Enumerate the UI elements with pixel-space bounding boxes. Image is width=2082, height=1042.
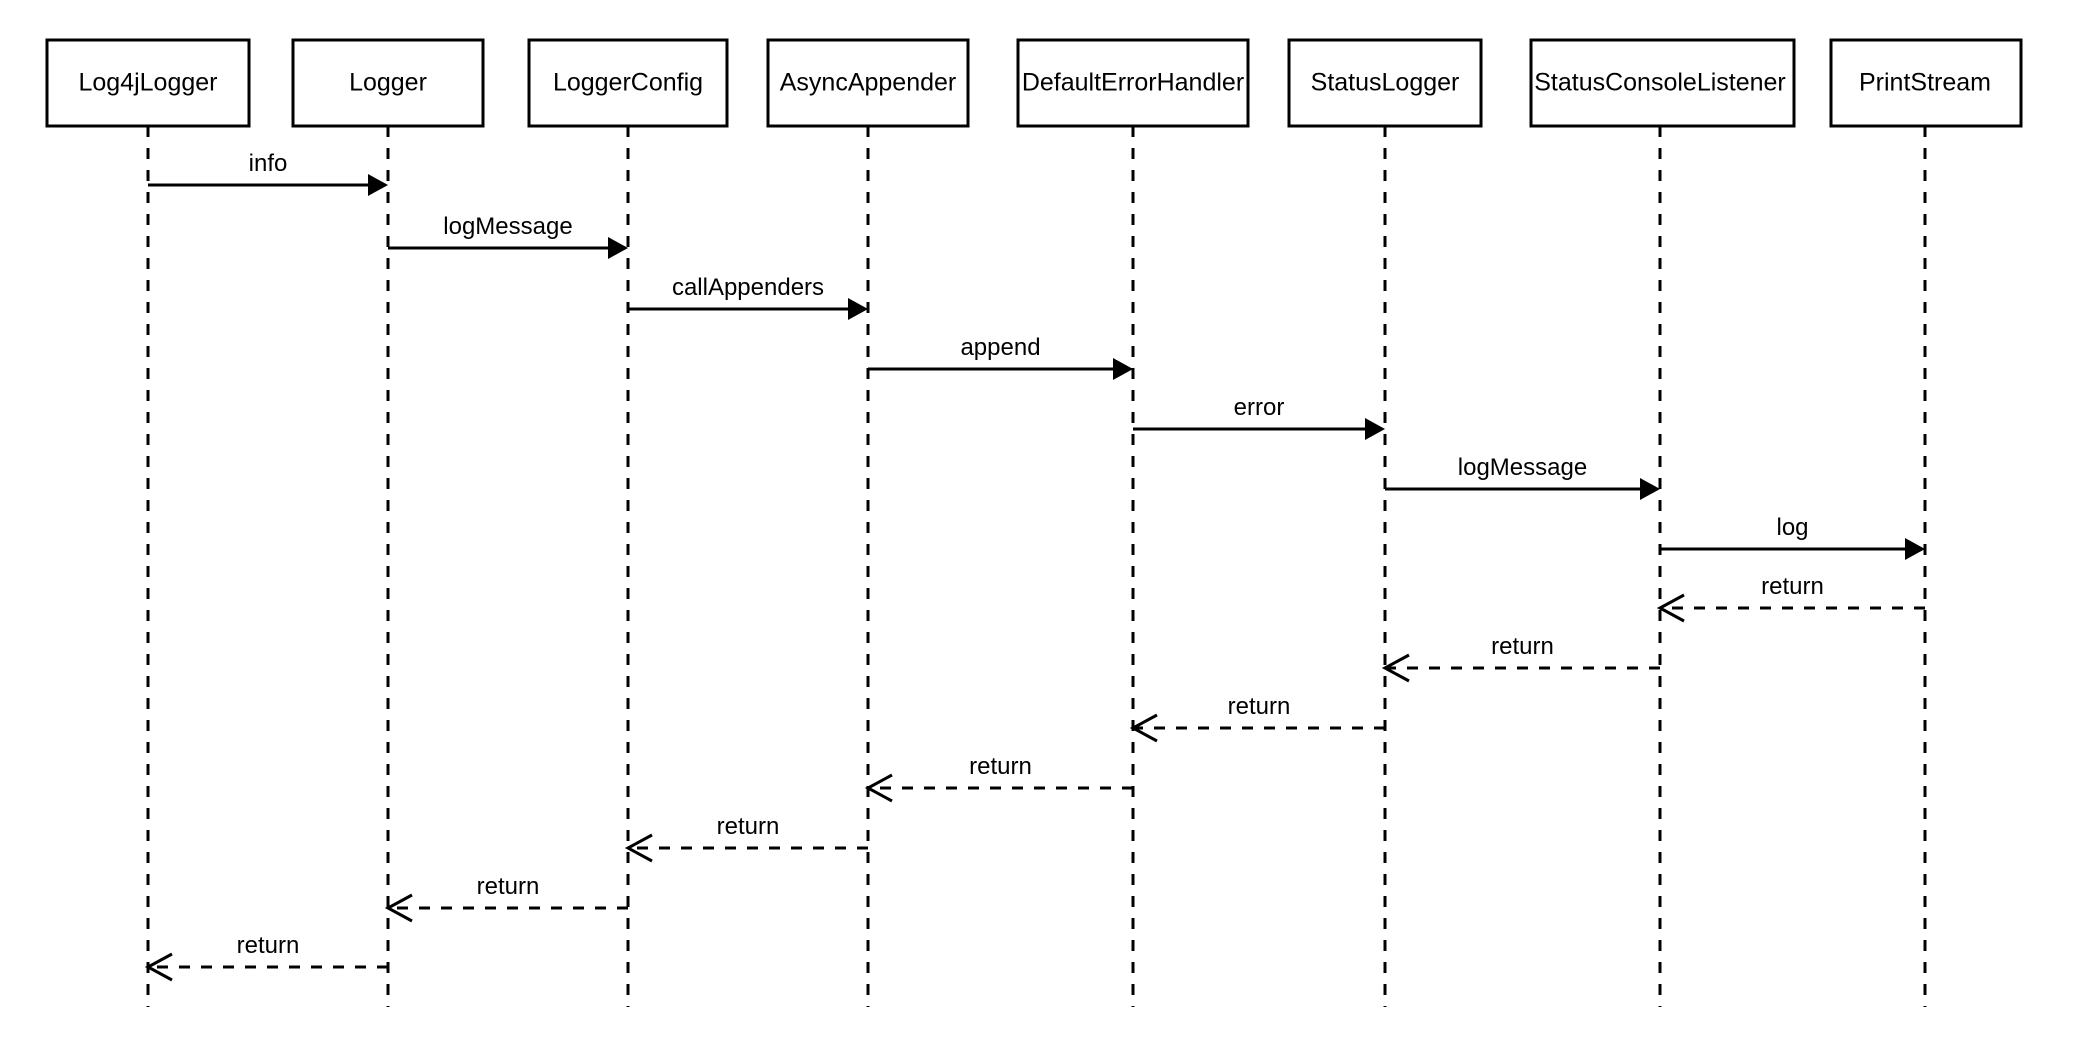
participant-label: PrintStream — [1859, 69, 1991, 97]
arrowhead-open-icon — [144, 952, 173, 982]
participant-logger[interactable]: Logger — [291, 38, 485, 128]
participants-layer: Log4jLogger Logger LoggerConfig AsyncAppend… — [45, 38, 2023, 128]
message-3-call[interactable]: callAppenders — [628, 274, 868, 320]
message-14-return[interactable]: return — [144, 932, 388, 982]
participant-box[interactable] — [766, 38, 970, 128]
arrowhead-open-icon — [1381, 653, 1410, 683]
message-label: return — [477, 873, 540, 900]
arrowhead-filled-icon — [608, 237, 628, 259]
message-5-call[interactable]: error — [1133, 394, 1385, 440]
message-label: return — [1228, 693, 1291, 720]
participant-label: LoggerConfig — [553, 69, 703, 97]
participant-label: Log4jLogger — [78, 69, 217, 97]
arrowhead-open-icon — [384, 893, 413, 923]
arrowhead-open-icon — [864, 773, 893, 803]
participant-asyncappender[interactable]: AsyncAppender — [766, 38, 970, 128]
message-6-call[interactable]: logMessage — [1385, 454, 1660, 500]
message-label: callAppenders — [672, 274, 824, 301]
participant-box[interactable] — [527, 38, 729, 128]
participant-loggerconfig[interactable]: LoggerConfig — [527, 38, 729, 128]
message-13-return[interactable]: return — [384, 873, 628, 923]
arrowhead-filled-icon — [368, 174, 388, 196]
arrowhead-filled-icon — [1113, 358, 1133, 380]
participant-log4jlogger[interactable]: Log4jLogger — [45, 38, 251, 128]
message-label: logMessage — [443, 213, 572, 240]
message-7-call[interactable]: log — [1660, 514, 1925, 560]
message-10-return[interactable]: return — [1129, 693, 1385, 743]
participant-label: StatusConsoleListener — [1534, 69, 1786, 97]
lifelines-layer — [146, 126, 1927, 1007]
message-label: error — [1234, 394, 1285, 421]
arrowhead-filled-icon — [1640, 478, 1660, 500]
message-label: return — [1761, 573, 1824, 600]
message-label: log — [1776, 514, 1808, 541]
participant-box[interactable] — [1016, 38, 1250, 128]
message-2-call[interactable]: logMessage — [388, 213, 628, 259]
participant-statuslogger[interactable]: StatusLogger — [1287, 38, 1483, 128]
message-label: logMessage — [1458, 454, 1587, 481]
participant-label: Logger — [349, 69, 427, 97]
arrowhead-filled-icon — [1365, 418, 1385, 440]
arrowhead-open-icon — [624, 833, 653, 863]
arrowhead-open-icon — [1656, 593, 1685, 623]
messages-layer: info logMessage callAppenders append error lo… — [144, 150, 1925, 982]
message-label: return — [237, 932, 300, 959]
message-1-call[interactable]: info — [148, 150, 388, 196]
participant-statusconsolelistener[interactable]: StatusConsoleListener — [1529, 38, 1796, 128]
message-12-return[interactable]: return — [624, 813, 868, 863]
arrowhead-filled-icon — [1905, 538, 1925, 560]
participant-box[interactable] — [1829, 38, 2023, 128]
message-9-return[interactable]: return — [1381, 633, 1660, 683]
participant-printstream[interactable]: PrintStream — [1829, 38, 2023, 128]
arrowhead-filled-icon — [848, 298, 868, 320]
arrowhead-open-icon — [1129, 713, 1158, 743]
message-4-call[interactable]: append — [868, 334, 1133, 380]
participant-defaulterrorhandler[interactable]: DefaultErrorHandler — [1016, 38, 1250, 128]
message-label: append — [960, 334, 1040, 361]
message-label: info — [249, 150, 288, 177]
message-label: return — [1491, 633, 1554, 660]
participant-label: DefaultErrorHandler — [1022, 69, 1244, 97]
participant-box[interactable] — [291, 38, 485, 128]
participant-label: StatusLogger — [1311, 69, 1460, 97]
participant-box[interactable] — [1287, 38, 1483, 128]
message-8-return[interactable]: return — [1656, 573, 1925, 623]
participant-label: AsyncAppender — [780, 69, 957, 97]
message-label: return — [969, 753, 1032, 780]
participant-box[interactable] — [1529, 38, 1796, 128]
message-11-return[interactable]: return — [864, 753, 1133, 803]
participant-box[interactable] — [45, 38, 251, 128]
message-label: return — [717, 813, 780, 840]
